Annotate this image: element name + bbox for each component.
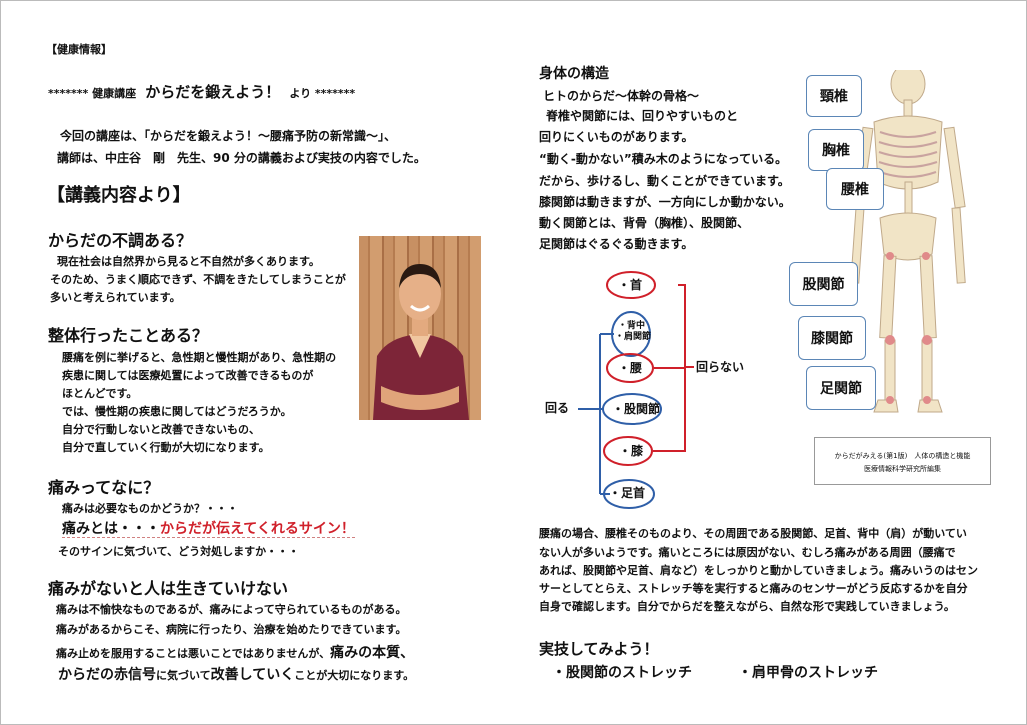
summary-line-3: あれば、股関節や足首、肩など）をしっかりと動かしていきましょう。痛みいうのはセン [539, 564, 979, 577]
skeleton-illustration [850, 70, 966, 413]
node-neck-ring [606, 271, 656, 299]
summary-line-2: ない人が多いようです。痛いところには原因がない、むしろ痛みがある周囲（腰痛で [539, 546, 956, 559]
s2-line-5: 自分で行動しないと改善できないもの、 [62, 423, 260, 436]
intro-line-2: 講師は、中庄谷 剛 先生、90 分の講義および実技の内容でした。 [57, 151, 426, 165]
right-line-7: 足関節はぐるぐる動きます。 [539, 237, 694, 251]
s3-line-1: 痛みは必要なものかどうか？・・・ [62, 502, 238, 515]
tag-ankle-joint: 足関節 [806, 366, 876, 410]
practice-heading: 実技してみよう！ [539, 640, 659, 658]
right-heading: 身体の構造 [539, 66, 609, 82]
s3-heading: 痛みってなに？ [48, 478, 160, 497]
s4-line-3b: 痛みの本質、 [330, 645, 415, 661]
caption-line-2: 医療情報科学研究所編集 [864, 464, 941, 473]
node-hip: ・股関節 [612, 402, 661, 416]
s1-line-1: 現在社会は自然界から見ると不自然が多くあります。 [57, 255, 320, 268]
right-line-2: 回りにくいものがあります。 [539, 130, 694, 144]
s3-line-3: そのサインに気づいて、どう対処しますか・・・ [58, 545, 300, 558]
label-no-rotate: 回らない [696, 360, 745, 374]
s4-line-3a: 痛み止めを服用することは悪いことではありませんが、 [56, 647, 331, 660]
summary-line-4: サーとしてとらえ、ストレッチ等を実行すると痛みのセンサーがどう反応するかを自分 [539, 582, 968, 595]
right-subheading: ヒトのからだ〜体幹の骨格〜 [543, 89, 700, 103]
practice-item-2: ・肩甲骨のストレッチ [738, 665, 878, 681]
right-line-6: 動く関節とは、背骨（胸椎）、股関節、 [539, 216, 750, 230]
summary-line-5: 自身で確認します。自分でからだを整えながら、自然な形で実践していきましょう。 [539, 600, 955, 613]
right-line-5: 膝関節は動きますが、一方向にしか動かない。 [539, 195, 791, 209]
s2-line-3: ほとんどです。 [62, 387, 138, 400]
header-label: 【健康情報】 [46, 43, 112, 56]
s4-line-3: 痛み止めを服用することは悪いことではありませんが、痛みの本質、 [56, 643, 414, 661]
node-ankle-ring [603, 479, 655, 509]
right-line-1: 脊椎や関節には、回りやすいものと [546, 109, 739, 123]
s2-line-6: 自分で直していく行動が大切になります。 [62, 441, 270, 454]
node-hip-ring [602, 393, 662, 425]
practice-item-1: ・股関節のストレッチ [552, 665, 692, 681]
intro-line-1: 今回の講座は、「からだを鍛えよう！〜腰痛予防の新常識〜」、 [60, 129, 397, 143]
s4-line-4b: に気づいて [156, 669, 211, 682]
node-ankle: ・足首 [609, 486, 646, 500]
s1-line-3: 多いと考えられています。 [50, 291, 181, 304]
s4-line-4: からだの赤信号に気づいて改善していくことが大切になります。 [58, 665, 414, 683]
s3-big-prefix: 痛みとは・・・ [62, 521, 160, 537]
skeleton-caption: からだがみえる(第1版) 人体の構造と機能 医療情報科学研究所編集 [814, 437, 991, 485]
s3-big-red: からだが伝えてくれるサイン！ [160, 521, 355, 537]
s4-heading: 痛みがないと人は生きていけない [48, 579, 289, 598]
s2-line-1: 腰痛を例に挙げると、急性期と慢性期があり、急性期の [62, 351, 337, 364]
course-title: からだを鍛えよう！ [145, 83, 281, 101]
section-heading: 【講義内容より】 [47, 185, 191, 206]
node-back: ・背中 [618, 321, 646, 331]
node-back-ring [611, 311, 651, 357]
tag-hip-joint: 股関節 [789, 262, 858, 306]
s1-heading: からだの不調ある？ [48, 231, 193, 250]
s4-line-4c: 改善していく [210, 667, 295, 683]
s2-line-4: では、慢性期の疾患に関してはどうだろうか。 [62, 405, 292, 418]
summary-line-1: 腰痛の場合、腰椎そのものより、その周囲である股関節、足首、背中（肩）が動いてい [539, 527, 967, 540]
lecturer-illustration [373, 264, 469, 420]
course-prefix: ******* 健康講座 [48, 87, 137, 100]
tag-thoracic: 胸椎 [808, 129, 864, 171]
right-line-3: “動く-動かない”積み木のようになっている。 [539, 152, 788, 166]
lecturer-photo [359, 236, 481, 420]
s2-line-2: 疾患に関しては医療処置によって改善できるものが [62, 369, 314, 382]
s4-line-2: 痛みがあるからこそ、病院に行ったり、治療を始めたりできています。 [56, 623, 407, 636]
course-title-line: ******* 健康講座 からだを鍛えよう！ より ******* [48, 83, 355, 101]
caption-line-1: からだがみえる(第1版) 人体の構造と機能 [834, 452, 971, 460]
rotation-diagram [578, 271, 694, 509]
s4-line-1: 痛みは不愉快なものであるが、痛みによって守られているものがある。 [56, 603, 407, 616]
s2-heading: 整体行ったことある？ [48, 326, 209, 345]
node-lowback-ring [606, 353, 654, 383]
s4-line-4a: からだの赤信号 [58, 667, 156, 683]
course-suffix: より ******* [289, 87, 356, 100]
label-rotate: 回る [545, 401, 570, 415]
node-knee-ring [603, 436, 653, 466]
tag-knee-joint: 膝関節 [798, 316, 866, 360]
node-shoulder: ・肩関節 [615, 332, 652, 342]
tag-lumbar: 腰椎 [826, 168, 884, 210]
tag-cervical: 頸椎 [806, 75, 862, 117]
s1-line-2: そのため、うまく順応できず、不調をきたしてしまうことが [50, 273, 346, 286]
s4-line-4d: ことが大切になります。 [294, 669, 415, 682]
node-neck: ・首 [618, 278, 643, 292]
s3-pain-definition: 痛みとは・・・からだが伝えてくれるサイン！ [62, 521, 355, 539]
right-line-4: だから、歩けるし、動くことができています。 [539, 174, 790, 188]
node-knee: ・膝 [619, 444, 644, 458]
node-lowback: ・腰 [618, 361, 643, 375]
